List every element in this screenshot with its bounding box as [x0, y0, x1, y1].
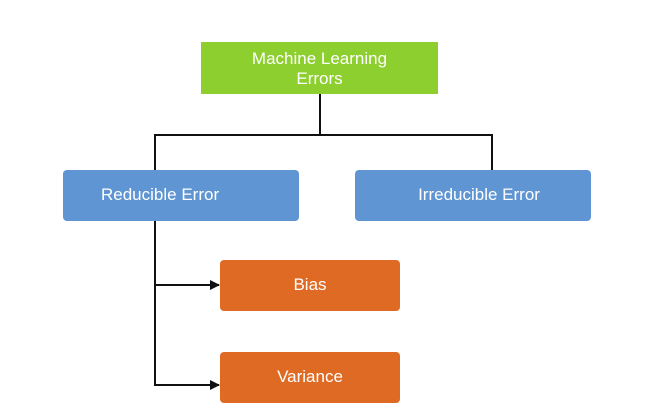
node-machine-learning-errors: Machine Learning Errors: [201, 42, 438, 94]
node-variance: Variance: [220, 352, 400, 403]
node-irreducible-label: Irreducible Error: [418, 185, 540, 205]
node-root-line2: Errors: [296, 69, 343, 88]
node-irreducible-error: Irreducible Error: [355, 170, 591, 221]
node-reducible-label: Reducible Error: [101, 185, 220, 205]
node-reducible-error: Reducible Error: [63, 170, 299, 221]
node-root-line1: Machine Learning: [251, 48, 388, 68]
node-bias: Bias: [220, 260, 400, 311]
node-bias-label: Bias: [293, 275, 327, 295]
node-variance-label: Variance: [277, 367, 343, 387]
